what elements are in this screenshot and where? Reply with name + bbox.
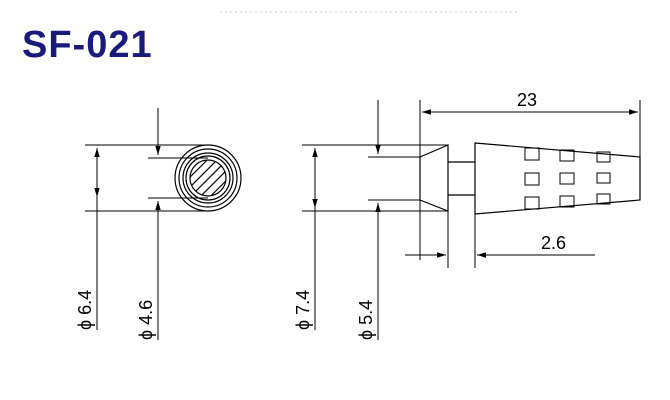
dim-label-right-outer: ϕ 7.4 — [293, 290, 313, 330]
end-view: ϕ 6.4 ϕ 4.6 — [75, 108, 242, 340]
dim-label-tip-length: 2.6 — [541, 233, 566, 253]
part-title: SF-021 — [22, 24, 153, 66]
middle-ring — [182, 152, 234, 204]
outer-ring-inner-edge — [178, 148, 238, 208]
dim-label-overall-length: 23 — [517, 90, 537, 110]
tip-cone — [419, 144, 449, 212]
tapered-body — [474, 142, 641, 215]
dim-label-left-outer: ϕ 6.4 — [75, 290, 95, 330]
dim-label-left-inner: ϕ 4.6 — [136, 300, 156, 340]
dim-label-right-inner: ϕ 5.4 — [356, 300, 376, 340]
middle-ring-inner-edge — [185, 155, 231, 201]
side-view: ϕ 7.4 ϕ 5.4 23 2.6 — [293, 90, 641, 340]
hatched-core — [189, 159, 227, 197]
stem — [448, 161, 475, 196]
grip-notches — [524, 147, 611, 210]
